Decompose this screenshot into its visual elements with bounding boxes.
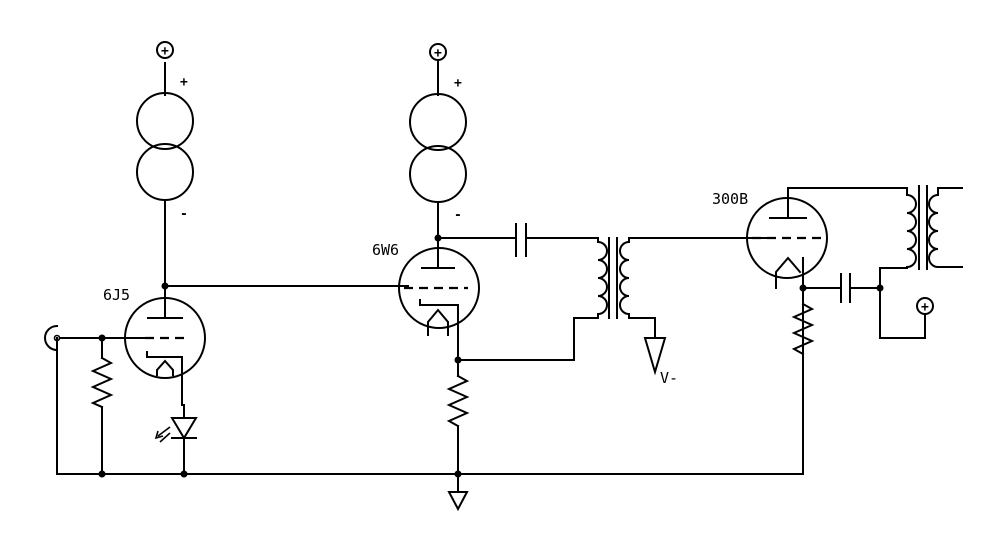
tube-6j5-label: 6J5 [103, 286, 130, 304]
negative-rail-label: V- [660, 369, 678, 387]
tube-6w6: 6W6 [372, 237, 480, 361]
tube-6w6-label: 6W6 [372, 241, 399, 259]
plus-terminal-3-symbol: + [921, 300, 929, 315]
interstage-transformer: V- [457, 237, 678, 387]
led-bias [154, 404, 198, 475]
cathode-resistor-300b [791, 287, 815, 356]
bypass-capacitor [802, 267, 926, 339]
ccs-6j5: + - [136, 62, 194, 287]
ccs-6j5-minus-label: - [180, 207, 188, 222]
cathode-resistor-6w6 [446, 359, 470, 475]
ground-symbol [447, 473, 469, 512]
plus-terminal-2-symbol: + [434, 46, 442, 61]
ccs-6w6-minus-label: - [454, 208, 462, 223]
tube-300b: 300B [712, 187, 908, 341]
ccs-6w6-plus-label: + [454, 76, 462, 91]
coupling-capacitor-1 [437, 223, 599, 257]
plus-terminal-1-symbol: + [161, 44, 169, 59]
grid-resistor [90, 337, 114, 475]
ccs-6w6: + - [409, 61, 467, 249]
plus-terminal-3: + [916, 297, 934, 315]
ground-rail [56, 337, 804, 475]
ccs-6j5-plus-label: + [180, 75, 188, 90]
plus-terminal-1: + [156, 41, 174, 59]
tube-300b-label: 300B [712, 190, 748, 208]
output-transformer [905, 185, 963, 270]
tube-6j5: 6J5 [103, 285, 206, 406]
input-jack [44, 324, 148, 352]
junction-dots [98, 234, 884, 478]
plus-terminal-2: + [429, 43, 447, 61]
